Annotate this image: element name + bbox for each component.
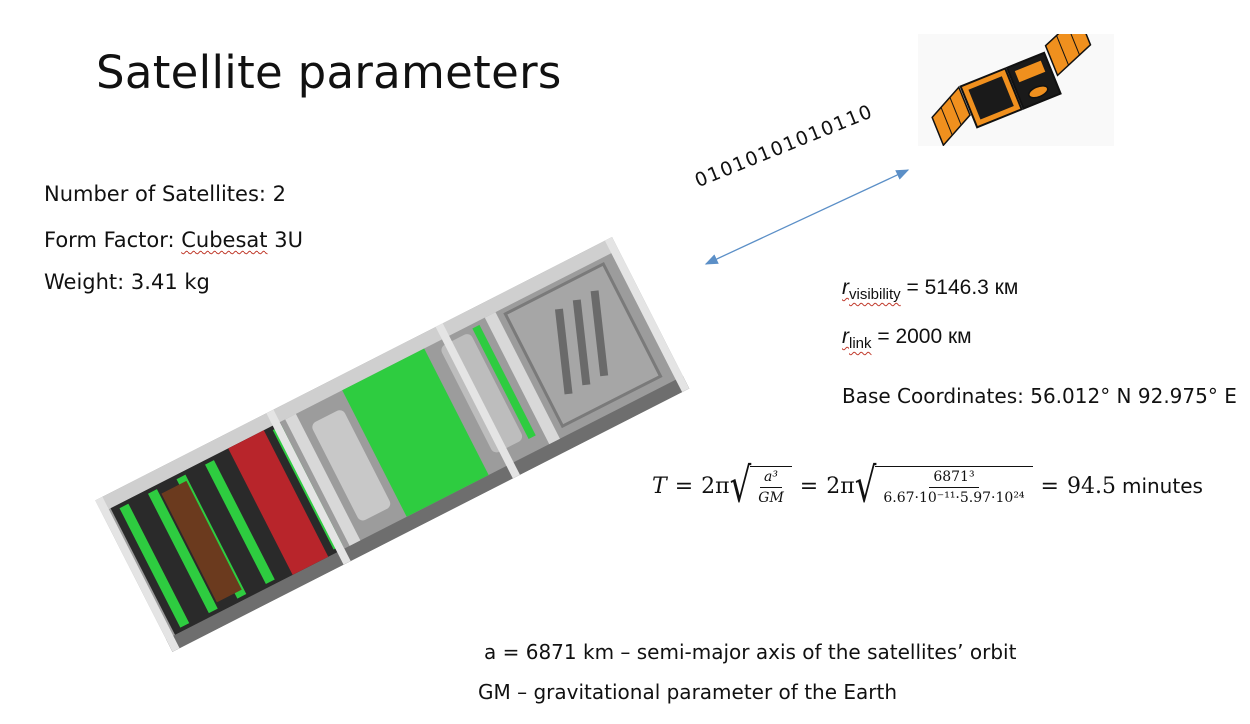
note-gravitational-parameter: GM – gravitational parameter of the Eart…: [478, 680, 898, 704]
fraction-denominator: GM: [758, 490, 784, 506]
fraction-numeric: 6871³ 6.67·10⁻¹¹·5.97·10²⁴: [879, 469, 1028, 506]
fraction-symbolic: a³ GM: [754, 469, 788, 506]
equals-sign: =: [674, 473, 694, 499]
spec-value: Cubesat: [181, 228, 268, 252]
spec-label: Form Factor:: [44, 228, 182, 252]
spec-number-of-satellites: Number of Satellites: 2: [44, 182, 286, 206]
fraction-numerator: a³: [760, 469, 783, 488]
note-semi-major-axis: a = 6871 km – semi-major axis of the sat…: [484, 640, 1017, 664]
base-coordinates: Base Coordinates: 56.012° N 92.975° E: [842, 384, 1237, 408]
cubesat-3u-illustration: [95, 237, 690, 652]
spec-form-factor: Form Factor: Cubesat 3U: [44, 228, 303, 252]
spec-weight: Weight: 3.41 kg: [44, 270, 210, 294]
spec-label: Weight:: [44, 270, 131, 294]
spec-value: 2: [272, 182, 287, 206]
radius-symbol: r: [842, 325, 849, 348]
radius-value: = 2000 км: [871, 325, 972, 348]
equals-sign: =: [1040, 473, 1059, 499]
satellite-logo-icon: [918, 34, 1114, 146]
spec-value-suffix: 3U: [267, 228, 303, 252]
two-pi: 2π: [701, 473, 730, 499]
sqrt-symbolic: √ a³ GM: [730, 462, 792, 510]
orbital-period-formula: T = 2π √ a³ GM = 2π √ 6871³ 6.67·10⁻¹¹·5…: [652, 462, 1203, 510]
equals-sign: =: [799, 473, 819, 499]
visibility-radius: rvisibility = 5146.3 км: [842, 276, 1018, 303]
radius-subscript: link: [849, 335, 872, 353]
radical-icon: √: [854, 458, 877, 514]
link-arrow-icon: [704, 169, 910, 265]
radius-subscript: visibility: [849, 286, 901, 304]
spec-value: 3.41 kg: [130, 270, 210, 294]
fraction-denominator: 6.67·10⁻¹¹·5.97·10²⁴: [883, 490, 1025, 506]
period-unit: minutes: [1121, 474, 1203, 498]
radius-value: = 5146.3 км: [900, 276, 1019, 299]
two-pi: 2π: [826, 473, 855, 499]
sqrt-numeric: √ 6871³ 6.67·10⁻¹¹·5.97·10²⁴: [855, 462, 1033, 510]
link-radius: rlink = 2000 км: [842, 325, 972, 352]
radius-symbol: r: [842, 276, 849, 299]
fraction-numerator: 6871³: [929, 469, 979, 488]
radical-icon: √: [729, 458, 752, 514]
period-symbol: T: [652, 473, 667, 499]
period-result: 94.5: [1066, 473, 1116, 499]
spec-label: Number of Satellites:: [44, 182, 273, 206]
slide-title: Satellite parameters: [96, 46, 562, 99]
